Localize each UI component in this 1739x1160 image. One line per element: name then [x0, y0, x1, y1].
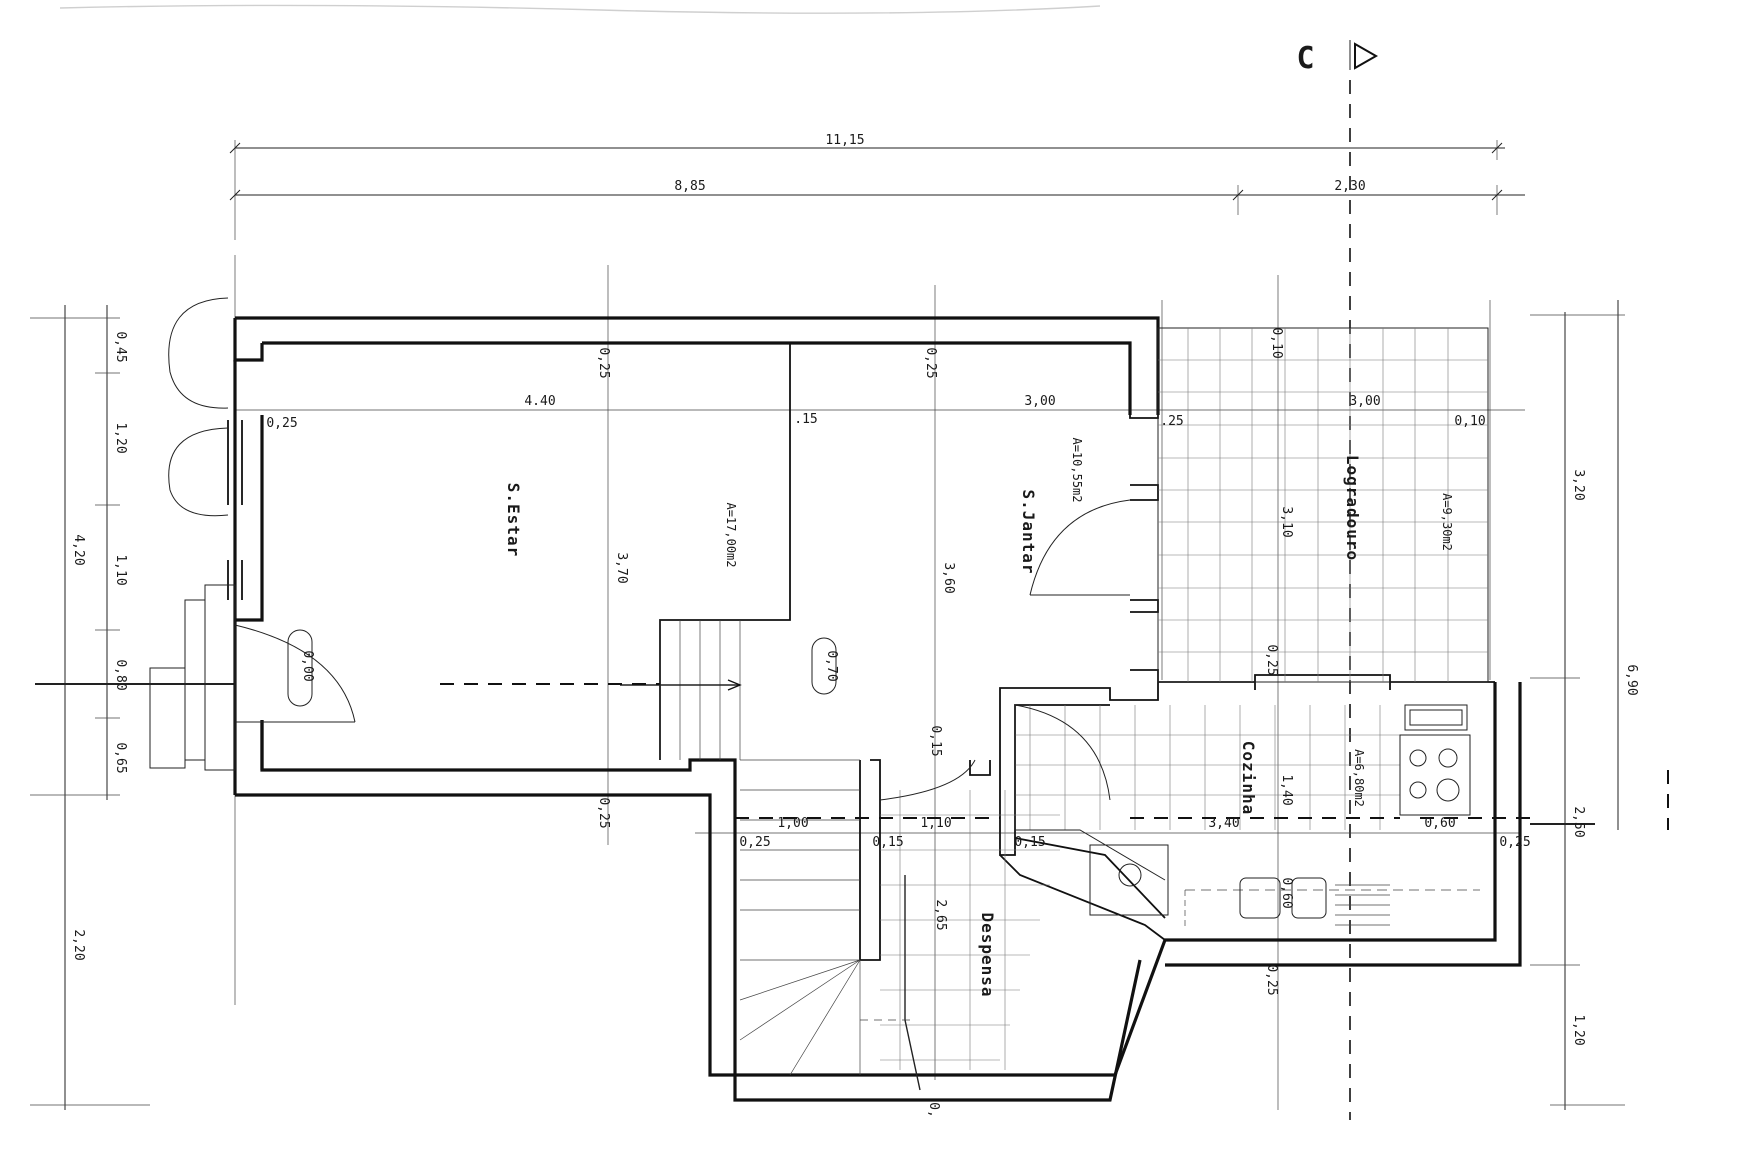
dim-estar-width: 4.40 [524, 394, 555, 409]
dim-wall-025-top-a: 0,25 [596, 347, 611, 378]
dim-lower-060: 0,60 [1424, 816, 1455, 831]
dim-wall-025-left: 0,25 [266, 416, 297, 431]
room-label-cozinha: Cozinha [1239, 741, 1258, 815]
dim-wall-015-mid: .15 [794, 412, 817, 427]
room-label-sala-estar: S.Estar [504, 483, 523, 557]
dim-left-420: 4,20 [71, 534, 86, 565]
staircase [620, 620, 921, 1091]
dim-coz-060: 0,60 [1279, 877, 1294, 908]
dim-logradouro-width: 3,00 [1349, 394, 1380, 409]
dim-left-220: 2,20 [71, 929, 86, 960]
left-dimension-chain: 0,45 1,20 1,10 0,80 0,65 4,20 2,20 [30, 305, 235, 1110]
dim-depth-360: 3,60 [941, 562, 956, 593]
dim-step-070: 0,70 [824, 650, 839, 681]
section-arrow-icon [1354, 42, 1379, 70]
dim-step-000: 0,00 [300, 650, 315, 681]
dim-lower-015-a: 0,15 [872, 835, 903, 850]
scan-artifact [59, 4, 1101, 14]
interior-dimensions: 4.40 3,00 3,00 0,25 .15 .25 0,10 0,25 0,… [266, 327, 1530, 1117]
section-line [440, 683, 1530, 819]
area-label-sala-jantar: A=10,55m2 [1070, 437, 1084, 502]
dim-top-left: 8,85 [674, 179, 705, 194]
dim-left-065: 0,65 [113, 742, 128, 773]
dim-desp-265: 2,65 [933, 899, 948, 930]
dim-lower-015-b: 0,15 [1014, 835, 1045, 850]
area-label-logradouro: A=9,30m2 [1440, 493, 1454, 551]
right-dimension-chain: 3,20 6,90 2,50 1,20 [1530, 300, 1669, 1110]
dim-lower-110: 1,10 [920, 816, 951, 831]
dim-wall-010-right: 0,10 [1454, 414, 1485, 429]
top-dimension-chains: 11,15 8,85 2,30 [229, 133, 1525, 240]
dim-depth-370: 3,70 [614, 552, 629, 583]
dim-depth-310: 3,10 [1279, 506, 1294, 537]
room-label-despensa: Despensa [978, 912, 997, 997]
dim-bottom-stair: 0, [926, 1102, 941, 1118]
dim-wall-025-right: .25 [1160, 414, 1183, 429]
dim-bottom-025-b: 0,25 [1264, 964, 1279, 995]
dim-lower-025-left: 0,25 [739, 835, 770, 850]
logradouro-tile-grid [1157, 327, 1489, 683]
dim-left-120: 1,20 [113, 422, 128, 453]
dim-bottom-025-a: 0,25 [596, 797, 611, 828]
dim-lower-340: 3,40 [1208, 816, 1239, 831]
dim-right-250: 2,50 [1571, 806, 1586, 837]
dim-right-120: 1,20 [1571, 1014, 1586, 1045]
area-label-cozinha: A=6,80m2 [1352, 749, 1366, 807]
dim-coz-140: 1,40 [1279, 774, 1294, 805]
dim-right-690: 6,90 [1624, 664, 1639, 695]
dim-wall-025-top-b: 0,25 [923, 347, 938, 378]
room-label-logradouro: Logradouro [1343, 455, 1362, 561]
dim-lower-100: 1,00 [777, 816, 808, 831]
dim-top-total: 11,15 [825, 133, 864, 148]
cozinha-tiles [1014, 704, 1480, 930]
room-label-sala-jantar: S.Jantar [1019, 489, 1038, 574]
room-labels: S.Estar A=17,00m2 S.Jantar A=10,55m2 Log… [504, 437, 1454, 997]
dim-top-right: 2,30 [1334, 179, 1365, 194]
dim-left-045: 0,45 [113, 331, 128, 362]
dim-right-320: 3,20 [1571, 469, 1586, 500]
dim-left-080: 0,80 [113, 659, 128, 690]
section-letter: C [1296, 41, 1315, 76]
walls [227, 316, 1522, 1102]
dim-wall-015-desp: 0,15 [928, 725, 943, 756]
dim-lower-025-right: 0,25 [1499, 835, 1530, 850]
despensa-tiles [880, 790, 1060, 1070]
dim-jantar-width: 3,00 [1024, 394, 1055, 409]
dim-wall-025-court: 0,25 [1264, 644, 1279, 675]
section-marker-c: C [1296, 40, 1379, 1120]
doors [149, 297, 1131, 801]
dim-wall-010-top: 0,10 [1269, 327, 1284, 358]
area-label-sala-estar: A=17,00m2 [724, 502, 738, 567]
dim-left-110: 1,10 [113, 554, 128, 585]
